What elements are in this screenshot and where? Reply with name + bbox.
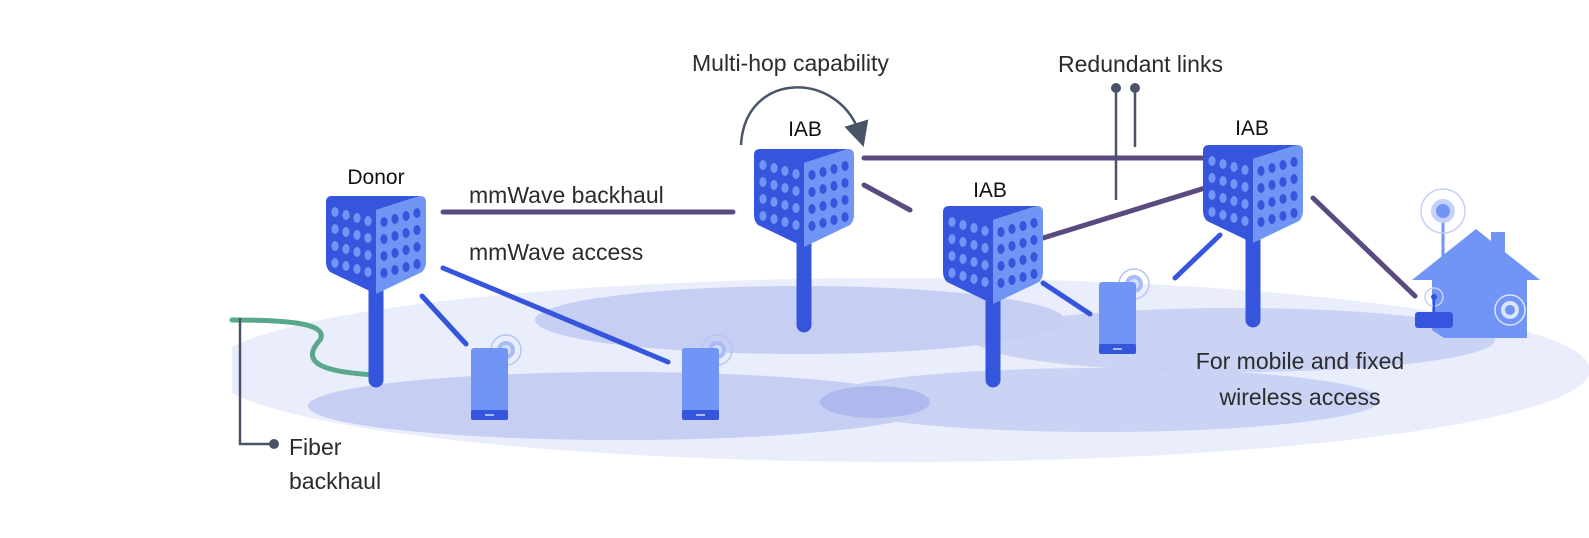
backhaul-link-iab3-home [1310,195,1418,299]
mmwave-access-label: mmWave access [469,239,643,265]
access-link-donor-phone2 [440,265,671,365]
access-links [419,232,1223,365]
multi-hop-label: Multi-hop capability [692,50,889,76]
antenna-panel-side-icon [804,149,854,247]
node-label-donor: Donor [347,166,404,189]
access-link-iab2-phone3 [1040,280,1093,317]
fiber-callout-line [238,318,274,446]
antenna-panel-front-icon [326,196,420,294]
node-label-iab3: IAB [1235,117,1269,140]
antenna-node-iab1 [754,149,854,333]
antenna-panel-side-icon [993,206,1043,304]
house-icon [1412,188,1540,338]
fiber-callout-dot [269,439,279,449]
antenna-panel-side-icon [1253,145,1303,243]
node-label-iab2: IAB [973,179,1007,202]
smartphone-icon [1099,268,1150,354]
mmwave-backhaul-label: mmWave backhaul [469,182,664,208]
antenna-node-iab2 [943,206,1043,388]
antenna-panel-front-icon [1203,145,1297,243]
access-label-line2: wireless access [1218,384,1380,410]
fiber-cable [229,317,379,378]
backhaul-links [440,155,1418,299]
antenna-panel-front-icon [943,206,1037,304]
smartphone-icon [682,334,733,420]
fiber-backhaul-label-line1: Fiber [289,434,342,460]
coverage-overlap [820,386,930,418]
antenna-node-iab3 [1203,145,1303,328]
access-link-iab3-phone3 [1172,232,1223,281]
smartphone-icon [471,334,522,420]
node-label-iab1: IAB [788,118,822,141]
coverage-zone-iab2 [820,368,1380,432]
backhaul-link-iab1-iab2 [861,182,913,213]
router-icon [1415,312,1453,328]
coverage-zone-donor [308,372,932,440]
fiber-backhaul-label-line2: backhaul [289,468,381,494]
redundant-links-callout [1111,83,1140,200]
access-label-line1: For mobile and fixed [1196,348,1404,374]
antenna-node-donor [326,196,426,388]
access-link-donor-phone1 [419,293,469,347]
antenna-panel-side-icon [376,196,426,294]
backhaul-link-iab2-iab3 [1040,185,1208,241]
multi-hop-arrow-icon [739,86,869,147]
redundant-links-label: Redundant links [1058,51,1223,77]
antenna-panel-front-icon [754,149,848,247]
